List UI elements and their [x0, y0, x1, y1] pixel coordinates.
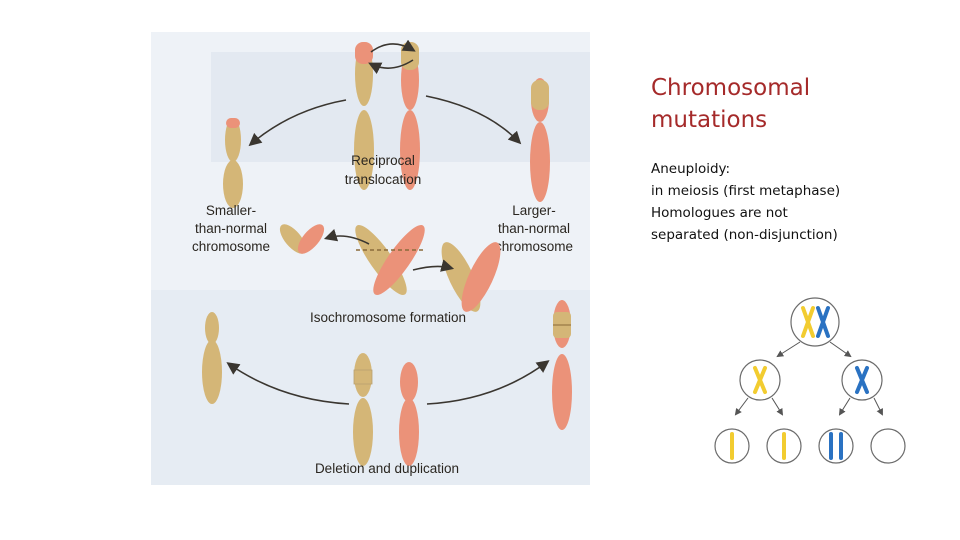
meiosis-nondisjunction-diagram [710, 296, 910, 468]
label-larger-3: chromosome [495, 239, 573, 254]
arrow-b-right [873, 397, 883, 416]
meiosis-svg [714, 297, 906, 464]
gamete-blue-double [818, 428, 854, 464]
label-smaller-2: than-normal [195, 221, 267, 236]
label-smaller-1: Smaller- [206, 203, 256, 218]
isochromosome-center [355, 225, 426, 295]
label-smaller-3: chromosome [192, 239, 270, 254]
swap-arrow-bottom [368, 59, 414, 75]
reciprocal-pair [354, 42, 420, 190]
arrow-parent-left [776, 341, 801, 358]
label-reciprocal-1: Reciprocal [351, 153, 415, 168]
arrow-y-right [771, 397, 784, 416]
label-deletion: Deletion and duplication [315, 461, 459, 476]
chromosome-mutation-figure: Reciprocal translocation Smaller- than-n… [151, 32, 590, 485]
swap-arrow-top [370, 39, 416, 53]
body-line-1: Aneuploidy: [651, 161, 731, 177]
arrow-iso-right [412, 259, 455, 272]
label-isochromosome: Isochromosome formation [310, 310, 466, 325]
label-larger-1: Larger- [512, 203, 556, 218]
label-reciprocal-2: translocation [345, 172, 422, 187]
body-line-4: separated (non-disjunction) [651, 227, 838, 243]
figure-svg: Reciprocal translocation Smaller- than-n… [151, 32, 590, 485]
daughter-cell-blue [841, 359, 883, 401]
arrow-to-smaller [248, 99, 347, 147]
arrow-to-deletion [226, 362, 350, 405]
parent-cell [790, 297, 840, 347]
duplicated-chromosome [552, 300, 572, 430]
label-larger-2: than-normal [498, 221, 570, 236]
slide-body: Aneuploidy: in meiosis (first metaphase)… [651, 158, 941, 246]
arrow-parent-right [829, 341, 852, 358]
larger-chromosome [530, 78, 550, 202]
arrow-b-left [838, 397, 851, 416]
gamete-yellow-2 [766, 428, 802, 464]
body-line-3: Homologues are not [651, 205, 788, 221]
smaller-chromosome [223, 118, 243, 208]
arrow-iso-left [323, 229, 370, 245]
body-line-2: in meiosis (first metaphase) [651, 183, 841, 199]
gamete-yellow-1 [714, 428, 750, 464]
slide-title-line-2: mutations [651, 107, 768, 133]
arrow-y-left [734, 397, 749, 416]
arrow-to-duplication [426, 360, 550, 405]
isochromosome-left-product [279, 224, 325, 254]
slide-title-line-1: Chromosomal [651, 75, 811, 101]
deleted-chromosome [202, 312, 222, 404]
slide-title: Chromosomal mutations [651, 72, 931, 136]
daughter-cell-yellow [739, 359, 781, 401]
arrow-to-larger [425, 95, 522, 145]
deletion-pair [353, 353, 419, 466]
gamete-empty [870, 428, 906, 464]
